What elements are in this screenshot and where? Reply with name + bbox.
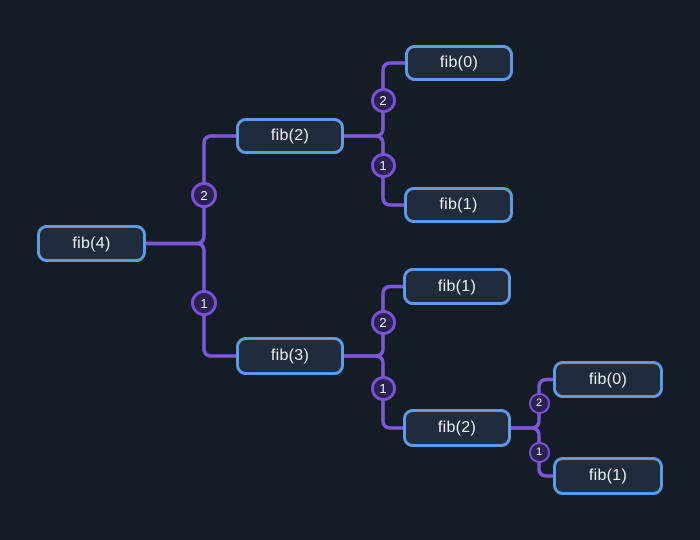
tree-node-fib4[interactable]: fib(4): [37, 225, 146, 262]
call-order-badge: 1: [370, 152, 396, 178]
badge-label: 1: [535, 446, 543, 458]
call-order-badge: 1: [370, 375, 396, 401]
node-label: fib(2): [270, 127, 310, 144]
tree-node-fib1_bottom[interactable]: fib(1): [553, 457, 663, 495]
badge-label: 2: [535, 397, 543, 409]
tree-node-fib2_top[interactable]: fib(2): [236, 118, 344, 154]
call-order-badge: 2: [528, 392, 550, 414]
call-order-badge: 1: [191, 290, 217, 316]
badge-label: 2: [379, 92, 387, 108]
call-order-badge: 2: [191, 182, 217, 208]
node-label: fib(4): [72, 234, 111, 252]
badge-label: 1: [379, 380, 387, 396]
call-order-badge: 1: [528, 441, 550, 463]
node-label: fib(1): [588, 467, 628, 484]
call-order-badge: 2: [370, 309, 396, 335]
tree-node-fib0_bottom[interactable]: fib(0): [553, 361, 663, 398]
tree-node-fib1_mid[interactable]: fib(1): [403, 268, 511, 305]
badge-label: 2: [379, 314, 387, 330]
badge-label: 2: [200, 187, 208, 203]
tree-node-fib2_bottom[interactable]: fib(2): [403, 409, 511, 447]
node-label: fib(0): [439, 54, 479, 71]
node-label: fib(1): [437, 277, 477, 295]
node-label: fib(0): [588, 370, 628, 388]
tree-node-fib1_top[interactable]: fib(1): [404, 187, 513, 223]
tree-node-fib3[interactable]: fib(3): [236, 337, 344, 375]
badge-label: 1: [379, 157, 387, 173]
node-label: fib(2): [437, 419, 477, 436]
call-order-badge: 2: [370, 87, 396, 113]
node-label: fib(1): [439, 196, 478, 213]
badge-label: 1: [200, 295, 208, 311]
tree-node-fib0_top[interactable]: fib(0): [405, 45, 513, 81]
node-label: fib(3): [270, 347, 310, 364]
